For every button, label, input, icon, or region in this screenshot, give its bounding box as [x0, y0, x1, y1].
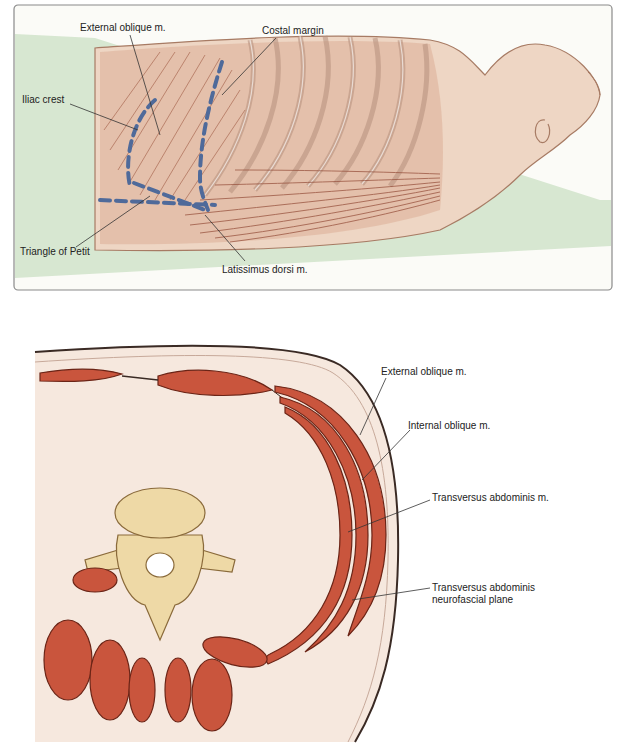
- muscle-fibres: [104, 52, 245, 200]
- body-outline: [95, 36, 600, 250]
- face-line: [588, 72, 600, 95]
- rectus-muscle: [40, 369, 272, 395]
- lateral-muscles: [266, 386, 386, 664]
- part-label: Transversus abdominis neurofascial plane: [432, 582, 544, 606]
- part-label: Transversus abdominis m.: [432, 492, 549, 504]
- muscle-region: [100, 41, 443, 244]
- part-label: External oblique m.: [381, 366, 467, 378]
- subcutaneous-line: [35, 356, 388, 742]
- latissimus-fibres: [185, 170, 440, 242]
- part-label: External oblique m.: [80, 22, 166, 34]
- back-muscles: [44, 568, 270, 731]
- part-label: Costal margin: [262, 25, 324, 37]
- ear: [535, 120, 549, 143]
- landmark-dashes: [100, 62, 222, 210]
- leader-lines: [70, 35, 276, 261]
- leader-lines: [348, 378, 430, 600]
- part-label: Internal oblique m.: [408, 420, 490, 432]
- panel-frame: [14, 5, 612, 290]
- part-label: Triangle of Petit: [20, 246, 90, 258]
- rib-cage: [205, 36, 427, 195]
- part-label: Iliac crest: [22, 94, 64, 106]
- skin-outline: [35, 346, 398, 742]
- part-label: Latissimus dorsi m.: [222, 264, 308, 276]
- table-pad: [15, 34, 611, 278]
- abdomen-section: [35, 346, 398, 742]
- vertebra: [85, 488, 235, 640]
